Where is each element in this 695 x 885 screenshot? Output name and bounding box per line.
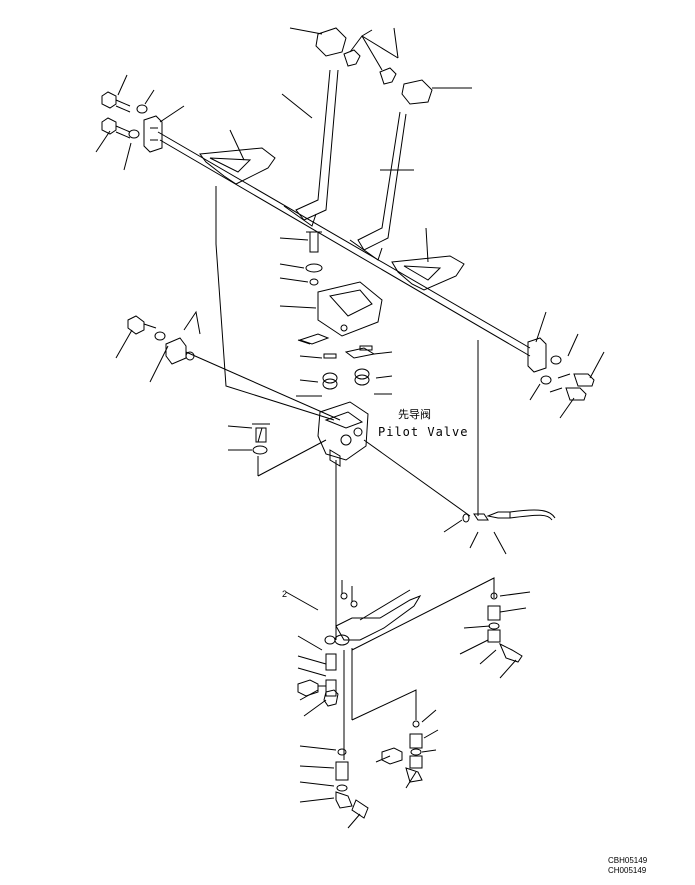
- lower-manifold: [285, 577, 495, 760]
- lower-left-fittings: [297, 635, 369, 829]
- lever-knobs: [289, 27, 472, 105]
- right-hose-fittings: [443, 340, 556, 555]
- drawing-code-primary: CBH05149: [608, 856, 648, 865]
- left-pivot-arm: [115, 186, 341, 421]
- right-lever: [349, 111, 414, 261]
- left-upper-bolts: [95, 74, 155, 171]
- left-lever: [281, 69, 339, 227]
- right-bracket-bolts: [527, 311, 605, 419]
- pilot-valve-body: [227, 401, 471, 640]
- left-bracket: [143, 105, 185, 153]
- callout-number: 2: [282, 589, 287, 599]
- long-link-rod: [157, 131, 531, 357]
- pilot-valve-cover: [279, 231, 393, 397]
- pilot-valve-label-en: Pilot Valve: [378, 425, 468, 439]
- pilot-valve-label-cn: 先导阀: [398, 407, 431, 421]
- drawing-code-secondary: CH005149: [608, 866, 647, 875]
- right-lever-plate: [391, 227, 465, 291]
- lower-right-fittings: [375, 591, 531, 789]
- left-lever-plate: [199, 129, 276, 185]
